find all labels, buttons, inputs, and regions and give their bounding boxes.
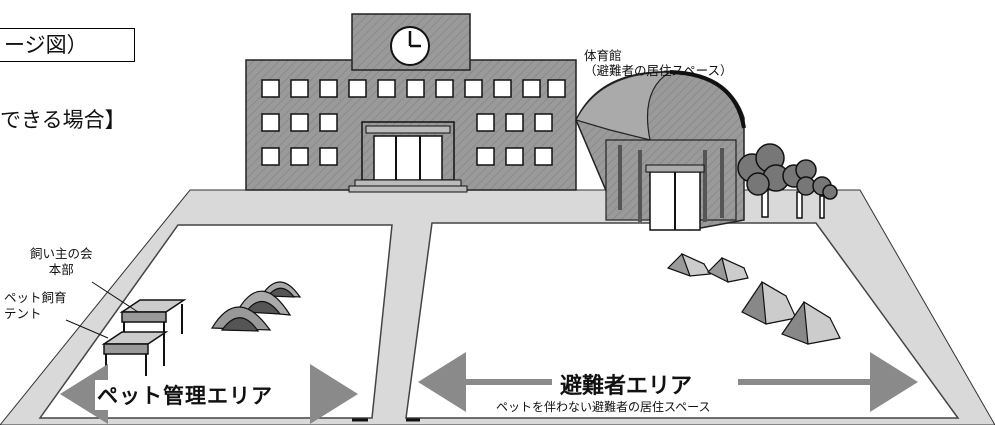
gym-label: 体育館 （避難者の居住スペース） [584,48,733,78]
evacuee-area-label: 避難者エリア [558,368,695,400]
dome-tents [210,281,302,332]
pet-area-label: ペット管理エリア [95,380,275,410]
gymnasium [575,70,746,231]
pet-tent-label: ペット飼育 テント [4,290,67,322]
school-building [245,13,577,193]
evacuee-area-sublabel: ペットを伴わない避難者の居住スペース [496,400,711,414]
gym-label-line1: 体育館 [584,48,622,63]
gym-label-line2: （避難者の居住スペース） [584,63,733,78]
owner-association-label: 飼い主の会 本部 [30,246,93,278]
evacuee-tents [666,252,841,345]
owner-label-line1: 飼い主の会 [30,246,93,261]
owner-label-line2: 本部 [48,262,74,277]
owner-association-tent [119,299,187,345]
pet-tent-label-line2: テント [4,306,42,321]
condition-text: できる場合】 [0,108,126,132]
trees [737,143,838,219]
pet-tent-label-line1: ペット飼育 [4,290,67,305]
pet-care-tent [101,331,169,376]
figure-title-box: ージ図） [0,28,135,62]
